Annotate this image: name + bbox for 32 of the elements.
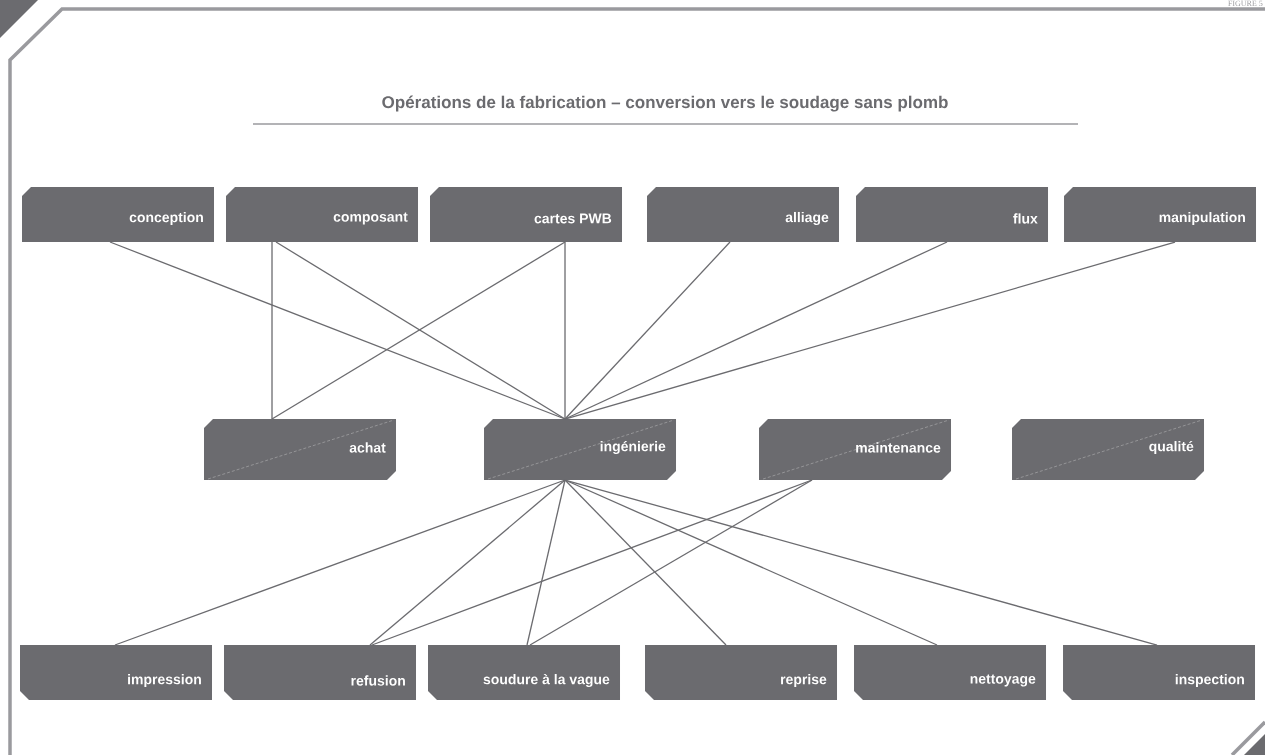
connector-line bbox=[371, 479, 813, 646]
connector-line bbox=[564, 241, 948, 420]
process-box: inspection bbox=[1063, 645, 1255, 700]
connector-line bbox=[271, 241, 273, 420]
connector-line bbox=[526, 479, 566, 646]
connector-line bbox=[564, 241, 731, 420]
process-box: alliage bbox=[647, 187, 839, 242]
connector-line bbox=[564, 241, 566, 420]
connector-line bbox=[564, 479, 938, 646]
process-box: conception bbox=[22, 187, 214, 242]
process-box: composant bbox=[226, 187, 418, 242]
connector-line bbox=[529, 479, 813, 646]
process-box: manipulation bbox=[1064, 187, 1256, 242]
connector-line bbox=[114, 479, 566, 646]
process-box: achat bbox=[204, 419, 396, 480]
connector-line bbox=[109, 241, 566, 420]
connector-line bbox=[369, 479, 566, 646]
process-box: impression bbox=[20, 645, 212, 700]
connector-line bbox=[564, 241, 1176, 420]
connector-line bbox=[564, 479, 1158, 646]
process-box: cartes PWB bbox=[430, 187, 622, 242]
figure-number: FIGURE 5 bbox=[1228, 0, 1263, 7]
process-box: qualité bbox=[1012, 419, 1204, 480]
process-box: maintenance bbox=[759, 419, 951, 480]
process-box: ingénierie bbox=[484, 419, 676, 480]
process-box: nettoyage bbox=[854, 645, 1046, 700]
connector-line bbox=[564, 479, 727, 646]
process-box: flux bbox=[856, 187, 1048, 242]
title: Opérations de la fabrication – conversion vers le soudage sans plomb bbox=[382, 95, 948, 112]
process-box: refusion bbox=[224, 645, 416, 700]
process-box: reprise bbox=[645, 645, 837, 700]
process-box: soudure à la vague bbox=[428, 645, 620, 700]
